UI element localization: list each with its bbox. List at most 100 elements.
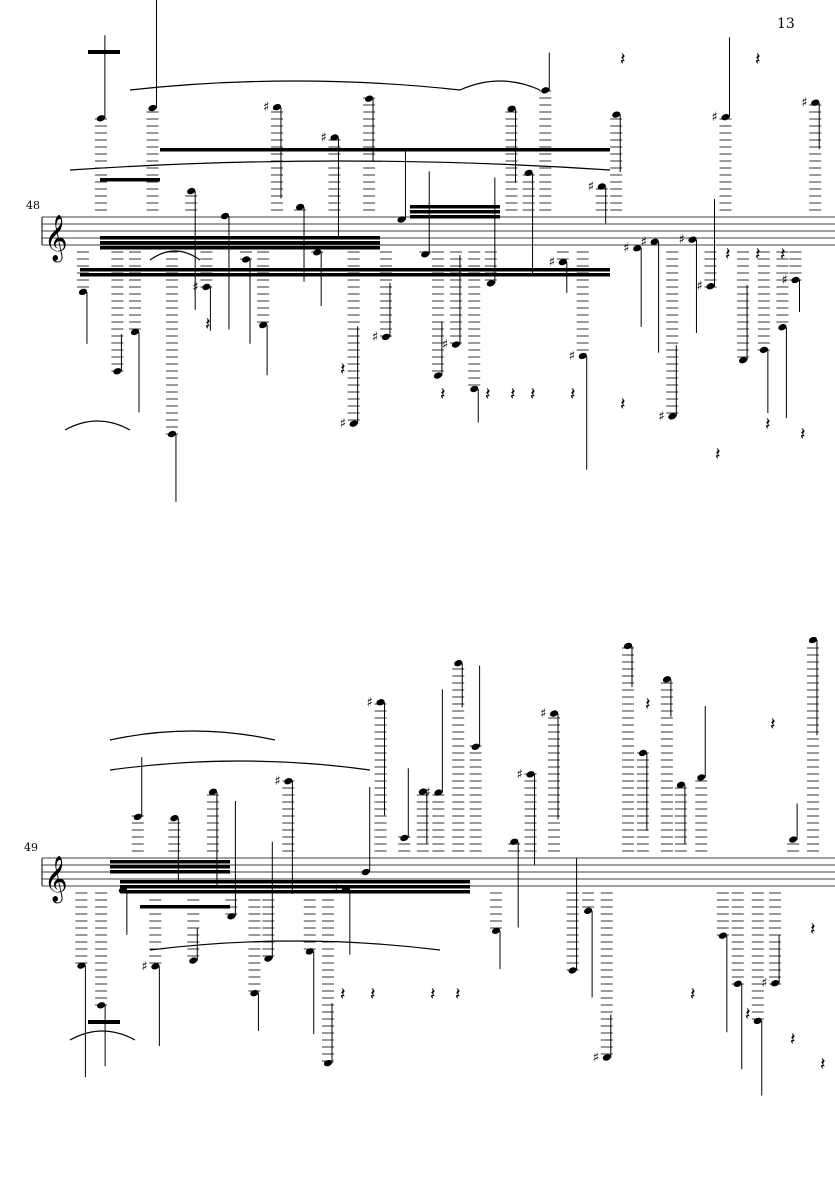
notehead <box>151 963 160 970</box>
quarter-rest: 𝄽 <box>370 984 376 1005</box>
sharp-accidental: ♯ <box>442 338 448 353</box>
quarter-rest: 𝄽 <box>755 49 761 70</box>
notehead <box>96 115 105 122</box>
notehead <box>433 372 442 379</box>
sharp-accidental: ♯ <box>274 774 280 789</box>
notehead <box>118 886 127 894</box>
notehead <box>808 636 818 644</box>
notehead <box>662 676 671 683</box>
notehead <box>189 957 198 964</box>
quarter-rest: 𝄽 <box>645 694 651 715</box>
notehead <box>434 789 443 796</box>
notehead <box>330 134 339 141</box>
beam <box>110 865 230 869</box>
notehead <box>510 838 519 845</box>
notehead <box>706 283 715 290</box>
notehead <box>676 781 685 788</box>
quarter-rest: 𝄽 <box>765 414 771 435</box>
slur <box>109 760 371 771</box>
notehead <box>227 913 236 920</box>
sharp-accidental: ♯ <box>593 1051 599 1066</box>
beam <box>100 246 380 250</box>
notehead <box>650 238 659 245</box>
notehead <box>77 962 86 969</box>
beam <box>110 870 230 874</box>
beam <box>410 215 500 219</box>
quarter-rest: 𝄽 <box>820 1054 826 1075</box>
quarter-rest: 𝄽 <box>725 244 731 265</box>
notehead <box>697 774 706 781</box>
notehead <box>623 642 633 650</box>
notehead <box>721 113 730 121</box>
notehead <box>421 251 430 258</box>
treble-clef: 𝄞 <box>44 856 68 904</box>
sharp-accidental: ♯ <box>678 233 684 248</box>
sharp-accidental: ♯ <box>367 695 373 710</box>
notehead <box>187 187 196 195</box>
treble-clef: 𝄞 <box>44 215 68 263</box>
notehead <box>264 955 273 962</box>
slur <box>129 80 461 91</box>
notehead <box>507 105 516 112</box>
quarter-rest: 𝄽 <box>745 1004 751 1025</box>
beam <box>120 880 470 884</box>
notehead <box>549 710 559 717</box>
beam <box>120 890 470 894</box>
notehead <box>400 834 409 842</box>
slur <box>109 730 276 741</box>
page-number: 13 <box>777 16 795 32</box>
sharp-accidental: ♯ <box>320 130 326 145</box>
beam <box>80 273 610 277</box>
notehead <box>602 1054 611 1061</box>
sharp-accidental: ♯ <box>263 100 269 115</box>
sharp-accidental: ♯ <box>424 786 430 801</box>
sharp-accidental: ♯ <box>332 883 338 898</box>
notehead <box>208 788 218 795</box>
sharp-accidental: ♯ <box>569 349 575 364</box>
sharp-accidental: ♯ <box>781 273 787 288</box>
notehead <box>381 333 391 341</box>
notehead <box>323 1059 333 1067</box>
notehead <box>584 907 593 914</box>
sharp-accidental: ♯ <box>641 235 647 250</box>
notehead <box>418 788 427 795</box>
notehead <box>470 385 479 393</box>
notehead <box>778 324 787 331</box>
notehead <box>451 341 461 348</box>
notehead <box>397 216 406 223</box>
notehead <box>364 95 374 102</box>
notehead <box>170 814 179 822</box>
multi-rest <box>88 1020 120 1024</box>
sharp-accidental: ♯ <box>711 110 717 125</box>
measure-number-48: 48 <box>26 199 40 212</box>
notehead <box>524 169 533 177</box>
notehead <box>349 420 358 427</box>
sharp-accidental: ♯ <box>372 330 378 345</box>
notehead <box>738 357 748 364</box>
slur <box>69 160 611 171</box>
sharp-accidental: ♯ <box>340 417 346 432</box>
notehead <box>295 203 305 211</box>
notehead <box>597 183 606 190</box>
notehead <box>541 87 550 94</box>
quarter-rest: 𝄽 <box>440 384 446 405</box>
beam <box>100 236 380 240</box>
quarter-rest: 𝄽 <box>810 919 816 940</box>
notehead <box>250 989 259 997</box>
quarter-rest: 𝄽 <box>430 984 436 1005</box>
quarter-rest: 𝄽 <box>780 244 786 265</box>
quarter-rest: 𝄽 <box>510 384 516 405</box>
beam <box>120 885 470 889</box>
sharp-accidental: ♯ <box>801 96 807 111</box>
notehead <box>78 288 88 296</box>
beam <box>100 241 380 245</box>
quarter-rest: 𝄽 <box>620 49 626 70</box>
notehead <box>471 743 480 750</box>
quarter-rest: 𝄽 <box>340 359 346 380</box>
beam <box>410 210 500 214</box>
notehead <box>612 111 621 118</box>
multi-rest <box>88 50 120 54</box>
notehead <box>491 927 501 934</box>
beam <box>80 268 610 272</box>
quarter-rest: 𝄽 <box>205 314 211 335</box>
